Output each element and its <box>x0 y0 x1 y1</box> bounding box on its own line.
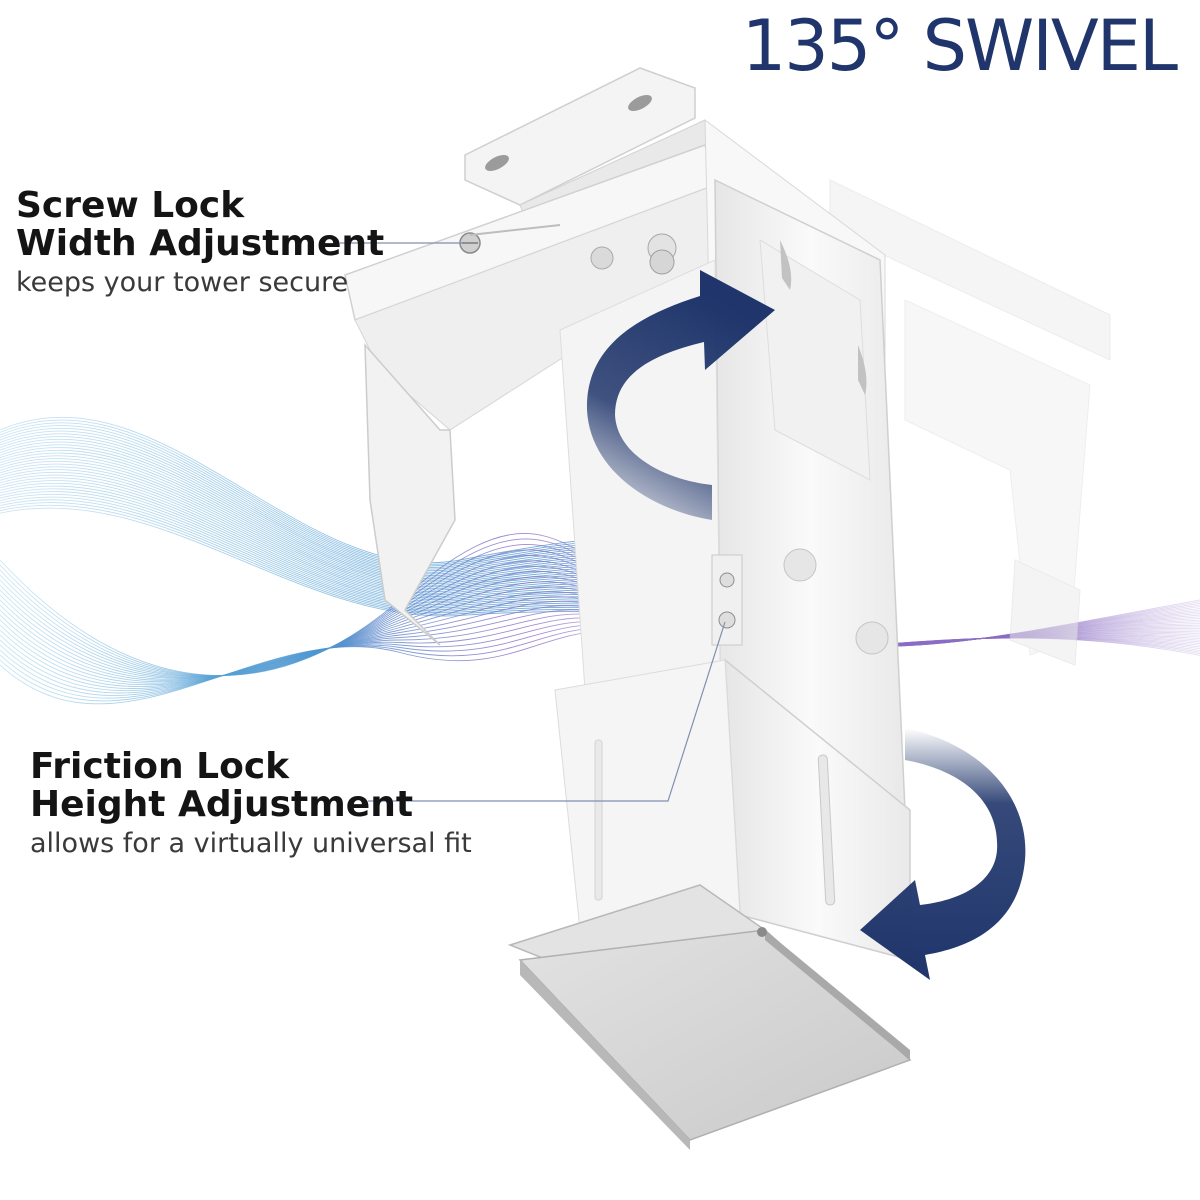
bottom-tray <box>507 884 912 1150</box>
left-side-wing <box>344 144 716 646</box>
callout-title-line1: Friction Lock <box>30 746 290 787</box>
callout-subtitle: allows for a virtually universal fit <box>30 828 472 859</box>
bracket-ghost-rear <box>829 179 1111 666</box>
callout-leader-lines <box>340 242 726 802</box>
lower-column <box>554 658 911 961</box>
callout-title-line2: Width Adjustment <box>16 223 385 264</box>
headline-135-swivel: 135° SWIVEL <box>741 5 1178 87</box>
curved-swivel-arrow-icon <box>586 270 775 520</box>
callout-title-line1: Screw Lock <box>16 185 245 226</box>
callout-height-adjustment: Friction Lock Height Adjustment allows f… <box>30 748 472 864</box>
curved-swivel-arrow-icon <box>860 728 1026 980</box>
callout-width-adjustment: Screw Lock Width Adjustment keeps your t… <box>16 187 384 303</box>
callout-title-line2: Height Adjustment <box>30 784 414 825</box>
callout-subtitle: keeps your tower secure <box>16 267 349 298</box>
